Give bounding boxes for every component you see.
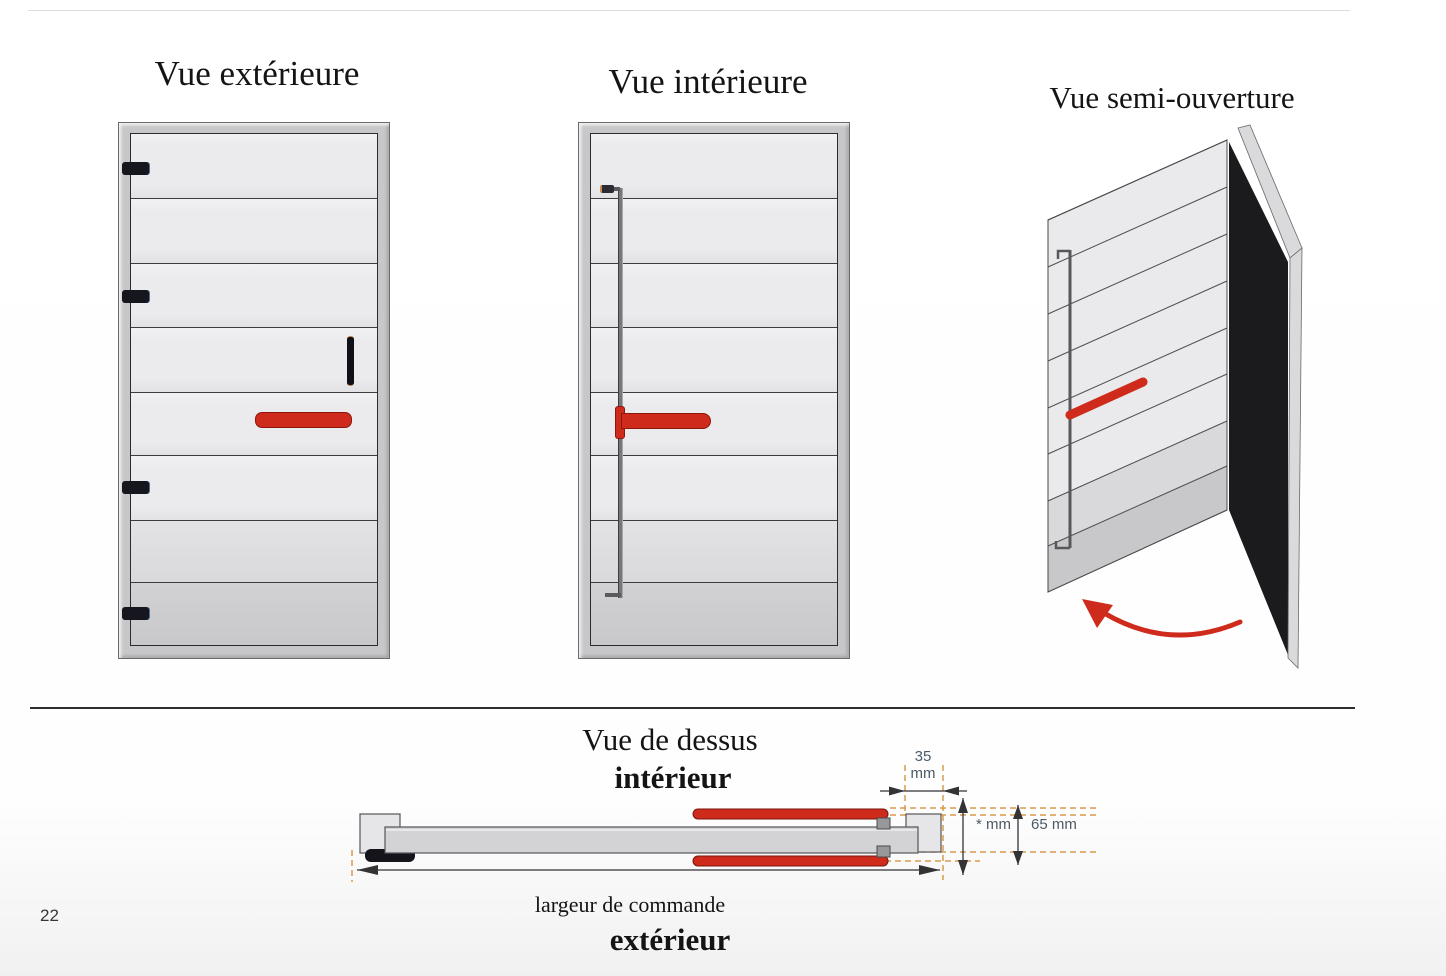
depth-dimension: * mm [958,798,1011,875]
interior-view-title: Vue intérieure [608,62,808,101]
exterior-door-figure [118,122,390,659]
door-panel [591,264,837,328]
exterior-handle-top-view [692,855,889,867]
top-view-figure: 35 mm * mm 65 mm [351,748,1098,882]
page-number: 22 [40,906,59,925]
door-panel [591,583,837,645]
door-panel [131,456,377,521]
swing-arrow-curve [1101,610,1243,638]
exterior-view-title: Vue extérieure [154,54,360,93]
door-slat-lines [1047,139,1228,593]
door-panel [131,583,377,645]
door-panel [591,134,837,199]
hinge [122,162,149,175]
semi-open-view-title: Vue semi-ouverture [1049,80,1295,115]
door-panel [591,328,837,393]
lock-rod-bottom-foot [1054,541,1070,550]
door-panel [131,521,377,583]
door-leaf-section [384,826,919,854]
interior-handle [1065,377,1148,420]
lock-rod [618,188,623,598]
interior-side-label: intérieur [614,760,732,795]
handle-connector [876,845,891,858]
lock-cylinder [347,336,354,386]
dark-door-opening [1229,142,1288,655]
top-border-line [28,10,1350,11]
depth-dimension-label: * mm [976,816,1011,833]
hinge [122,607,149,620]
swing-arrow-head [1082,599,1113,628]
hinge [122,290,149,303]
door-panel [131,199,377,264]
span-dimension-label: largeur de commande [534,892,726,917]
door-panels [130,133,378,646]
door-panels [590,133,838,646]
exterior-side-label: extérieur [609,922,731,957]
door-panel-dark [1048,466,1227,592]
frame-width-unit: mm [911,765,936,782]
section-divider [30,707,1355,709]
span-dimension [357,865,940,875]
door-panel [591,199,837,264]
door-panel [131,134,377,199]
lock-rod-top-hook [1056,249,1070,259]
handle-connector [876,817,891,830]
frame-width-dimension: 35 mm [880,748,967,796]
door-panel [591,521,837,583]
height-dimension-label: 65 mm [1031,816,1077,833]
frame-edge-right [1287,247,1303,669]
door-panel [131,328,377,393]
door-panel [591,456,837,521]
door-panel [131,264,377,328]
interior-door-figure [578,122,850,659]
interior-handle-top-view [692,808,889,820]
interior-handle [621,413,711,429]
height-dimension: 65 mm [1013,805,1077,865]
hinge [122,481,149,494]
semi-open-door-figure [1047,124,1303,669]
exterior-handle [255,412,352,428]
frame-width-value: 35 [915,748,932,765]
lock-rod-cap [600,185,614,193]
lock-rod-bottom-foot [605,593,621,597]
top-view-title: Vue de dessus [582,722,758,757]
door-panel-medium [1048,421,1227,546]
